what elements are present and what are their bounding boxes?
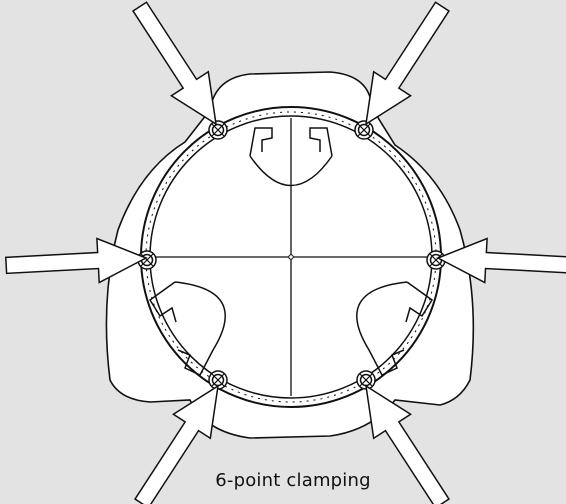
- cutout-right: [356, 281, 434, 376]
- diagram-caption: 6-point clamping: [215, 470, 371, 491]
- cutout-left: [148, 281, 226, 376]
